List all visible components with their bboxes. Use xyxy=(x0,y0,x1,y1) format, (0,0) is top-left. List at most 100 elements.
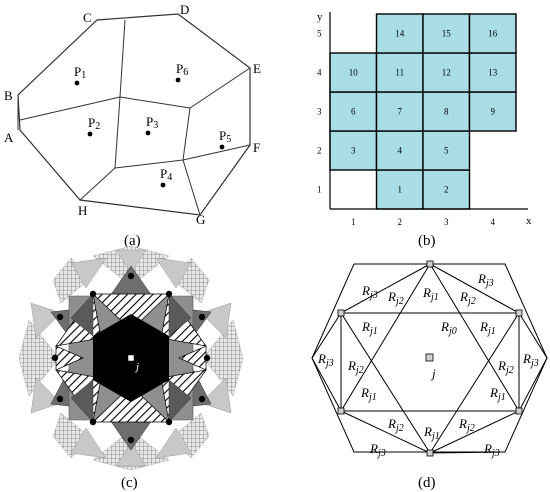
region-label: Rj1 xyxy=(360,385,377,403)
vertex-label-h: H xyxy=(78,203,87,218)
x-tick-label: 3 xyxy=(444,217,449,227)
region-label-base: R xyxy=(489,385,498,400)
region-label-base: R xyxy=(423,424,432,439)
region-label: Rj1 xyxy=(422,285,439,303)
vertex-label-e: E xyxy=(253,61,261,76)
grid-cell-label: 8 xyxy=(444,107,449,117)
region-label-subscript: j1 xyxy=(367,392,377,403)
grid-cell-label: 11 xyxy=(395,68,404,78)
region-label-base: R xyxy=(369,441,378,456)
grid-cell-label: 10 xyxy=(349,68,359,78)
region-label: Rj3 xyxy=(317,351,334,369)
site-label: P xyxy=(146,114,153,129)
region-label-base: R xyxy=(387,289,396,304)
site-subscript: 1 xyxy=(81,70,86,81)
region-label-base: R xyxy=(317,351,326,366)
region-label: Rj0 xyxy=(440,319,457,337)
region-label-subscript: j1 xyxy=(430,431,440,442)
region-label: Rj3 xyxy=(369,441,386,459)
region-label: Rj3 xyxy=(522,351,539,369)
grid-cell xyxy=(329,52,378,93)
region-label-subscript: j1 xyxy=(496,392,506,403)
region-label-base: R xyxy=(422,285,431,300)
site-p4: P4 xyxy=(160,166,172,188)
site-p3: P3 xyxy=(145,114,158,136)
svg-text:P6: P6 xyxy=(176,61,188,78)
grid-cell-label: 2 xyxy=(444,185,449,195)
region-label-base: R xyxy=(360,385,369,400)
y-tick-label: 5 xyxy=(317,29,322,39)
grid-cell xyxy=(422,130,471,171)
region-label: Rj1 xyxy=(479,319,496,337)
region-label-base: R xyxy=(479,319,488,334)
svg-text:P2: P2 xyxy=(88,115,100,132)
site-label: P xyxy=(176,61,183,76)
region-label: Rj2 xyxy=(387,416,404,434)
grid-cell-label: 6 xyxy=(351,107,356,117)
site-points: P1 P2 P3 P4 P5 P6 xyxy=(74,61,231,188)
region-label-subscript: j2 xyxy=(504,365,514,376)
grid-cell-label: 7 xyxy=(398,107,403,117)
region-label-subscript: j0 xyxy=(447,326,457,337)
region-label-base: R xyxy=(459,289,468,304)
grid-cell xyxy=(468,13,517,54)
svg-text:P5: P5 xyxy=(219,128,231,145)
region-label-subscript: j3 xyxy=(490,448,500,459)
site-p5: P5 xyxy=(219,128,231,150)
voronoi-edges xyxy=(17,19,251,216)
grid-cell xyxy=(468,91,517,132)
voronoi-outline xyxy=(17,13,251,216)
region-label-base: R xyxy=(497,358,506,373)
region-label-subscript: j2 xyxy=(394,423,404,434)
center-label: j xyxy=(134,361,139,373)
site-subscript: 5 xyxy=(226,134,231,145)
region-label-subscript: j1 xyxy=(486,326,496,337)
grid-cell xyxy=(375,13,424,54)
grid-cell-label: 16 xyxy=(488,29,498,39)
y-axis-label: y xyxy=(317,11,323,23)
grid-cell xyxy=(422,52,471,93)
grid-cell-label: 14 xyxy=(395,29,405,39)
region-label: Rj1 xyxy=(361,319,378,337)
site-label: P xyxy=(74,64,81,79)
grid-cell-label: 5 xyxy=(444,146,449,156)
region-label: Rj2 xyxy=(387,289,404,307)
region-label-base: R xyxy=(477,271,486,286)
panel-d-vertex-markers xyxy=(337,260,523,457)
region-label-base: R xyxy=(361,283,370,298)
voronoi-vertex-labels: A B C D E F G H xyxy=(4,2,261,227)
grid-cell xyxy=(422,13,471,54)
region-label: Rj2 xyxy=(458,416,475,434)
svg-text:P4: P4 xyxy=(160,166,172,183)
grid-cell xyxy=(375,169,424,210)
x-axis-label: x xyxy=(526,215,532,227)
x-tick-label: 1 xyxy=(351,217,356,227)
region-label-base: R xyxy=(440,319,449,334)
region-label-subscript: j1 xyxy=(429,292,439,303)
region-label-subscript: j3 xyxy=(368,290,378,301)
panel-a-voronoi: A B C D E F G H P1 P2 P3 P4 xyxy=(4,2,261,249)
center-label: j xyxy=(430,366,436,381)
panel-a-caption: (a) xyxy=(124,233,141,249)
region-label-base: R xyxy=(522,351,531,366)
panel-c-hexagonal-pattern: j xyxy=(18,245,244,471)
grid-cell-label: 13 xyxy=(488,68,498,78)
panel-c-caption: (c) xyxy=(121,475,138,491)
y-tick-label: 4 xyxy=(317,68,322,78)
x-tick-label: 4 xyxy=(491,217,496,227)
region-label: Rj2 xyxy=(459,289,476,307)
region-label-base: R xyxy=(387,416,396,431)
site-label: P xyxy=(88,115,95,130)
region-label-subscript: j2 xyxy=(354,365,364,376)
site-p6: P6 xyxy=(175,61,188,83)
region-label-subscript: j2 xyxy=(465,423,475,434)
y-tick-label: 2 xyxy=(317,146,322,156)
grid-cell-label: 12 xyxy=(442,68,451,78)
region-label-base: R xyxy=(361,319,370,334)
